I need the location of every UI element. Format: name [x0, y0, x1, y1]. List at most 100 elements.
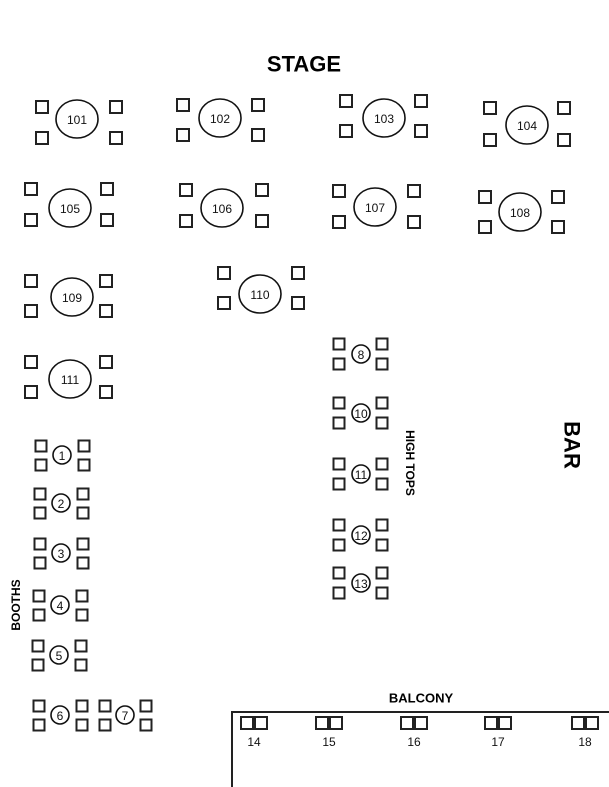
- chair[interactable]: [332, 586, 346, 600]
- chair[interactable]: [32, 589, 46, 603]
- chair[interactable]: [99, 304, 113, 318]
- chair[interactable]: [75, 699, 89, 713]
- table-circle[interactable]: [50, 705, 70, 725]
- chair[interactable]: [35, 131, 49, 145]
- chair[interactable]: [375, 396, 389, 410]
- table-circle[interactable]: [51, 493, 71, 513]
- chair[interactable]: [139, 699, 153, 713]
- chair[interactable]: [571, 716, 585, 730]
- main-table-107[interactable]: 107: [332, 184, 421, 229]
- table-circle[interactable]: [351, 573, 371, 593]
- balcony-table-16[interactable]: 16: [400, 716, 428, 749]
- chair[interactable]: [32, 699, 46, 713]
- chair[interactable]: [76, 556, 90, 570]
- main-table-106[interactable]: 106: [179, 183, 269, 228]
- booth-table-4[interactable]: 4: [32, 589, 89, 622]
- high-top-table-8[interactable]: 8: [332, 337, 389, 371]
- chair[interactable]: [332, 337, 346, 351]
- chair[interactable]: [375, 518, 389, 532]
- table-circle[interactable]: [50, 277, 94, 317]
- chair[interactable]: [75, 608, 89, 622]
- chair[interactable]: [34, 458, 48, 472]
- table-circle[interactable]: [238, 274, 282, 314]
- chair[interactable]: [24, 304, 38, 318]
- booth-table-6[interactable]: 6: [32, 699, 89, 732]
- high-top-table-11[interactable]: 11: [332, 457, 389, 491]
- chair[interactable]: [76, 537, 90, 551]
- chair[interactable]: [483, 101, 497, 115]
- chair[interactable]: [414, 124, 428, 138]
- chair[interactable]: [332, 566, 346, 580]
- balcony-table-15[interactable]: 15: [315, 716, 343, 749]
- chair[interactable]: [98, 718, 112, 732]
- table-circle[interactable]: [351, 403, 371, 423]
- table-circle[interactable]: [48, 359, 92, 399]
- high-top-table-13[interactable]: 13: [332, 566, 389, 600]
- chair[interactable]: [414, 94, 428, 108]
- balcony-table-14[interactable]: 14: [240, 716, 268, 749]
- chair[interactable]: [139, 718, 153, 732]
- main-table-110[interactable]: 110: [217, 266, 305, 314]
- chair[interactable]: [240, 716, 254, 730]
- chair[interactable]: [484, 716, 498, 730]
- table-circle[interactable]: [362, 98, 406, 138]
- chair[interactable]: [551, 190, 565, 204]
- chair[interactable]: [255, 214, 269, 228]
- main-table-104[interactable]: 104: [483, 101, 571, 147]
- chair[interactable]: [498, 716, 512, 730]
- table-circle[interactable]: [200, 188, 244, 228]
- chair[interactable]: [31, 658, 45, 672]
- chair[interactable]: [24, 182, 38, 196]
- chair[interactable]: [483, 133, 497, 147]
- chair[interactable]: [407, 215, 421, 229]
- table-circle[interactable]: [52, 445, 72, 465]
- chair[interactable]: [33, 487, 47, 501]
- chair[interactable]: [217, 296, 231, 310]
- main-table-108[interactable]: 108: [478, 190, 565, 234]
- chair[interactable]: [32, 608, 46, 622]
- chair[interactable]: [332, 215, 346, 229]
- chair[interactable]: [407, 184, 421, 198]
- chair[interactable]: [98, 699, 112, 713]
- main-table-111[interactable]: 111: [24, 355, 113, 399]
- chair[interactable]: [99, 355, 113, 369]
- chair[interactable]: [24, 213, 38, 227]
- chair[interactable]: [400, 716, 414, 730]
- chair[interactable]: [34, 439, 48, 453]
- chair[interactable]: [375, 538, 389, 552]
- chair[interactable]: [77, 458, 91, 472]
- chair[interactable]: [24, 274, 38, 288]
- high-top-table-10[interactable]: 10: [332, 396, 389, 430]
- main-table-109[interactable]: 109: [24, 274, 113, 318]
- chair[interactable]: [251, 128, 265, 142]
- chair[interactable]: [332, 457, 346, 471]
- chair[interactable]: [291, 296, 305, 310]
- chair[interactable]: [291, 266, 305, 280]
- main-table-103[interactable]: 103: [339, 94, 428, 138]
- chair[interactable]: [339, 124, 353, 138]
- chair[interactable]: [375, 586, 389, 600]
- table-circle[interactable]: [49, 645, 69, 665]
- chair[interactable]: [315, 716, 329, 730]
- chair[interactable]: [33, 506, 47, 520]
- main-table-101[interactable]: 101: [35, 99, 123, 145]
- high-top-table-12[interactable]: 12: [332, 518, 389, 552]
- chair[interactable]: [332, 477, 346, 491]
- chair[interactable]: [109, 100, 123, 114]
- chair[interactable]: [255, 183, 269, 197]
- balcony-table-17[interactable]: 17: [484, 716, 512, 749]
- chair[interactable]: [99, 385, 113, 399]
- chair[interactable]: [31, 639, 45, 653]
- table-circle[interactable]: [198, 98, 242, 138]
- chair[interactable]: [76, 506, 90, 520]
- table-circle[interactable]: [498, 192, 542, 232]
- chair[interactable]: [414, 716, 428, 730]
- booth-table-5[interactable]: 5: [31, 639, 88, 672]
- chair[interactable]: [99, 274, 113, 288]
- balcony-table-18[interactable]: 18: [571, 716, 599, 749]
- chair[interactable]: [75, 589, 89, 603]
- chair[interactable]: [74, 658, 88, 672]
- chair[interactable]: [332, 518, 346, 532]
- chair[interactable]: [339, 94, 353, 108]
- booth-table-2[interactable]: 2: [33, 487, 90, 520]
